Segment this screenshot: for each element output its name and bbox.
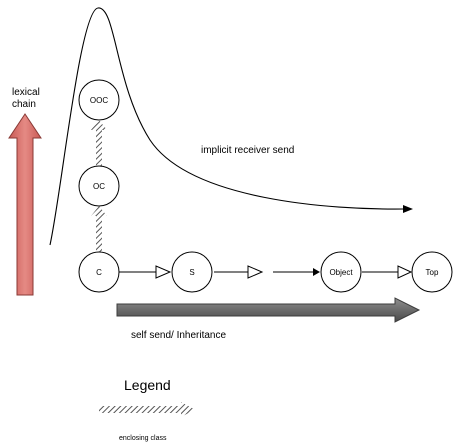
inherit-arrow-gap-to-object: [273, 268, 320, 276]
inherit-arrow-s-to-gap: [214, 265, 264, 279]
implicit-receiver-curve: [49, 7, 413, 246]
svg-text:OOC: OOC: [90, 96, 108, 105]
node-s: S: [171, 251, 213, 293]
lexical-chain-label: lexical chain: [12, 87, 43, 110]
node-top: Top: [411, 251, 453, 293]
self-send-label: self send/ Inheritance: [131, 330, 226, 341]
legend-enclosing-label: enclosing class: [119, 435, 167, 442]
svg-text:Object: Object: [329, 268, 353, 277]
node-c: C: [78, 251, 120, 293]
lexical-chain-arrow: [8, 113, 42, 296]
node-ooc: OOC: [78, 79, 120, 121]
inherit-arrow-object-to-top: [362, 265, 413, 279]
legend-enclosing-arrow: [99, 402, 195, 417]
node-object: Object: [320, 251, 362, 293]
svg-text:OC: OC: [93, 182, 105, 191]
enclosing-arrow-c-to-oc: [91, 206, 107, 258]
svg-text:Top: Top: [426, 268, 439, 277]
node-oc: OC: [78, 165, 120, 207]
legend-title: Legend: [124, 377, 171, 393]
enclosing-arrow-oc-to-ooc: [91, 120, 107, 166]
svg-text:C: C: [96, 268, 102, 277]
inherit-arrow-c-to-s: [119, 265, 172, 279]
svg-text:S: S: [189, 268, 194, 277]
self-send-arrow: [116, 297, 421, 323]
implicit-receiver-label: implicit receiver send: [201, 145, 294, 156]
